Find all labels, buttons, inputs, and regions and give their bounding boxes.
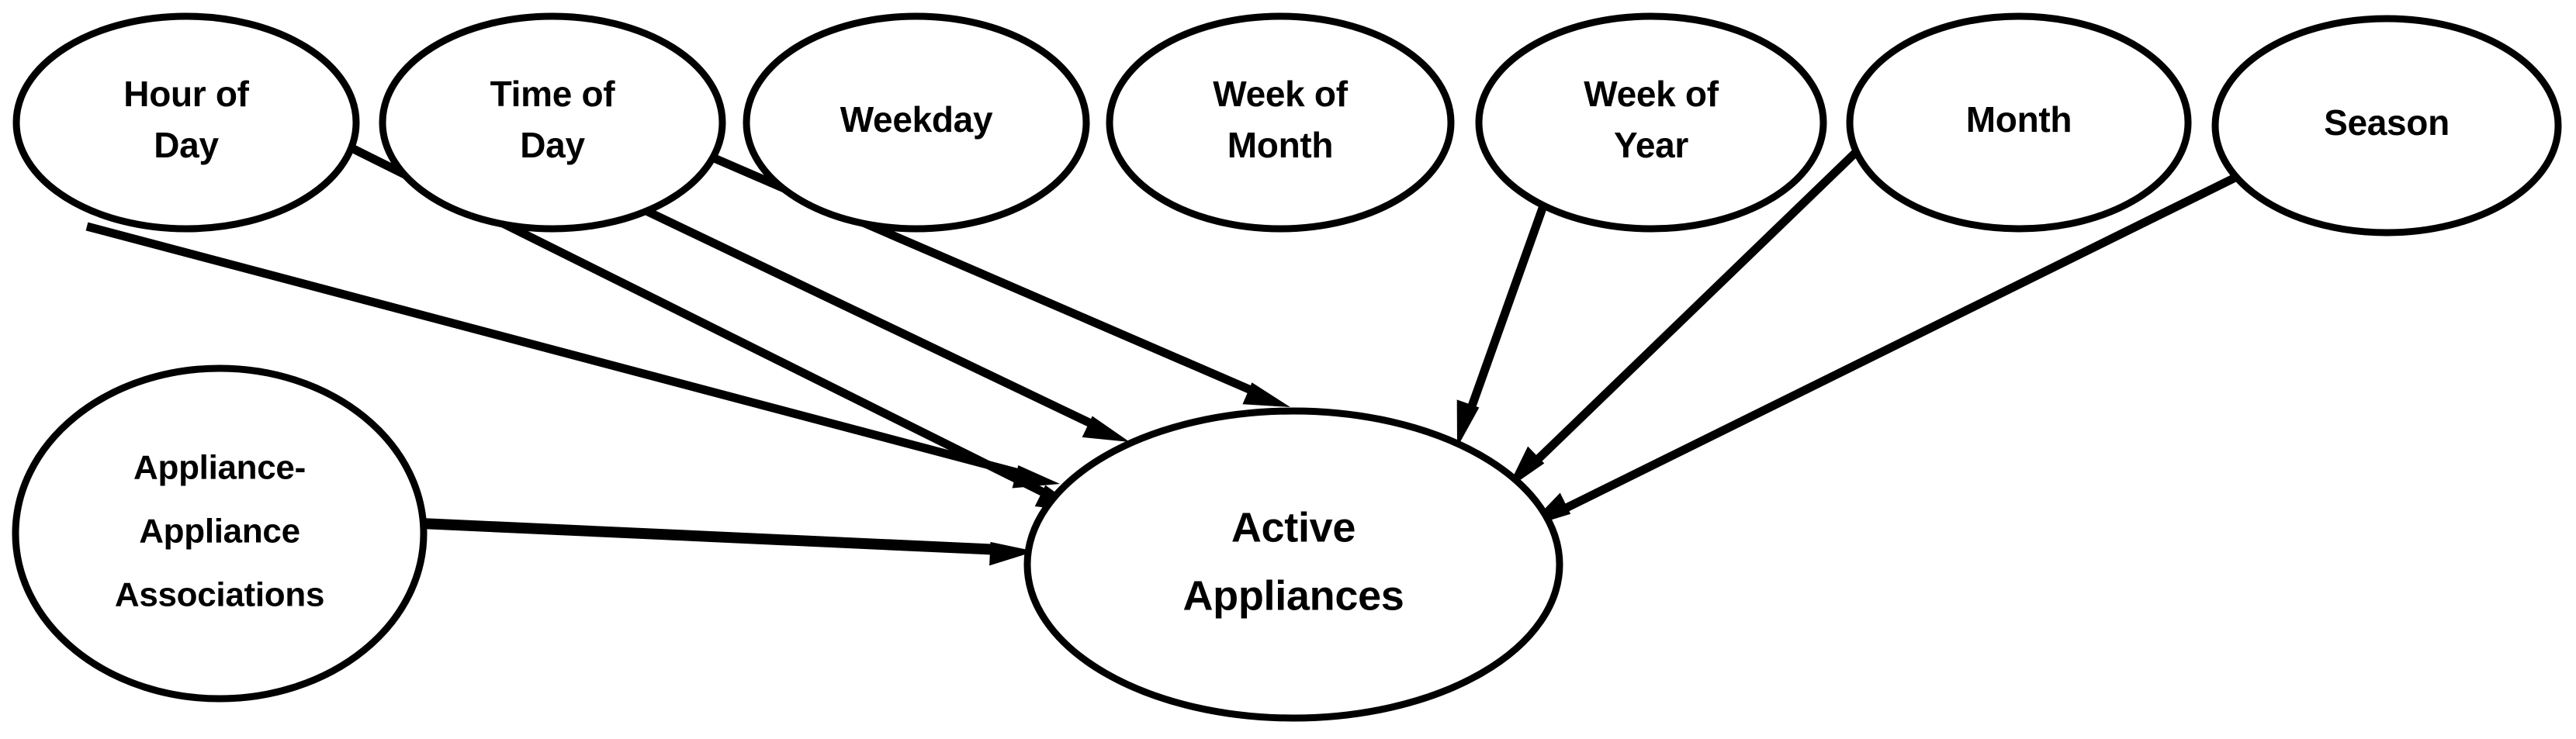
edge-week-of-year-arrowhead-icon [1456, 399, 1480, 447]
node-week-of-month-ellipse[interactable] [1106, 12, 1455, 233]
node-season[interactable]: Season [2211, 15, 2562, 237]
edge-appliance-associations-line [421, 518, 997, 555]
node-season-label-line-1: Season [2324, 102, 2450, 143]
node-hour-of-day[interactable]: Hour of Day [12, 12, 360, 233]
node-appliance-appliance-associations-label-line-3: Associations [115, 576, 324, 614]
node-hour-of-day-label-line-2: Day [154, 125, 219, 165]
node-week-of-year-label-line-1: Week of [1584, 74, 1719, 114]
node-week-of-month[interactable]: Week of Month [1106, 12, 1455, 233]
node-appliance-appliance-associations-label-line-1: Appliance- [133, 449, 306, 487]
node-month-ellipse[interactable] [1846, 12, 2192, 233]
node-hour-of-day-ellipse[interactable] [12, 12, 360, 233]
node-week-of-month-label-line-2: Month [1227, 125, 1333, 165]
node-time-of-day-label-line-2: Day [520, 125, 585, 165]
edge-week-of-month-arrowhead-icon [1242, 382, 1290, 407]
node-appliance-appliance-associations-ellipse[interactable] [12, 364, 428, 703]
edge-appliance-associations-arrowhead-icon [989, 541, 1035, 566]
node-time-of-day[interactable]: Time of Day [379, 12, 726, 233]
edge-hour-of-day-line [85, 222, 1024, 478]
node-month[interactable]: Month [1846, 12, 2192, 233]
node-active-appliances-label-line-1: Active [1231, 504, 1356, 551]
node-weekday-label-line-1: Weekday [840, 99, 993, 140]
node-weekday[interactable]: Weekday [743, 12, 1090, 233]
edge-weekday-arrowhead-icon [1082, 416, 1130, 442]
node-active-appliances-ellipse[interactable] [1023, 407, 1563, 722]
node-week-of-year-ellipse[interactable] [1475, 12, 1827, 233]
edge-month-line [1532, 111, 1899, 466]
node-week-of-year-label-line-2: Year [1614, 125, 1688, 165]
edge-appliance-associations [421, 518, 1035, 566]
node-appliance-appliance-associations-label-line-2: Appliance [139, 513, 300, 551]
node-time-of-day-label-line-1: Time of [490, 74, 616, 114]
node-hour-of-day-label-line-1: Hour of [123, 74, 249, 114]
node-week-of-year[interactable]: Week of Year [1475, 12, 1827, 233]
node-month-label-line-1: Month [1966, 99, 2072, 140]
node-season-ellipse[interactable] [2211, 15, 2562, 237]
node-time-of-day-ellipse[interactable] [379, 12, 726, 233]
node-weekday-ellipse[interactable] [743, 12, 1090, 233]
node-active-appliances-label-line-2: Appliances [1182, 572, 1404, 619]
node-week-of-month-label-line-1: Week of [1213, 74, 1348, 114]
